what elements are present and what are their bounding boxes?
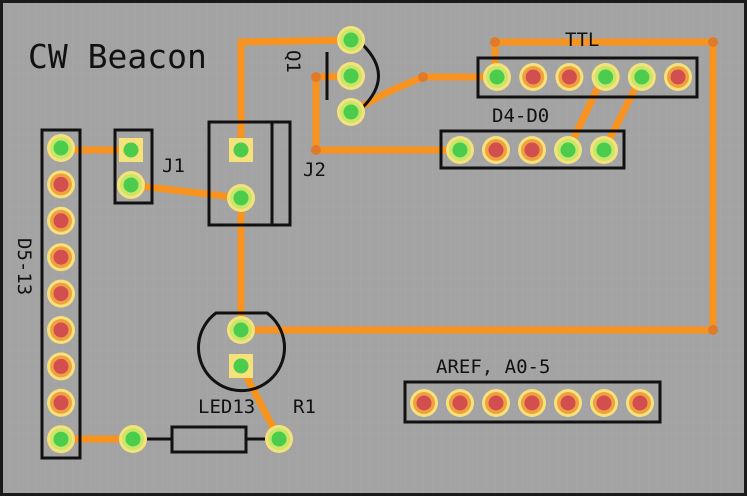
- label-r1: R1: [293, 396, 316, 418]
- d5-13-pin-pad: [47, 134, 75, 162]
- d5-13-header-outline: [40, 128, 82, 460]
- silkscreen: [40, 42, 699, 460]
- j2-pin-pad: [229, 138, 253, 162]
- pads: [47, 26, 692, 454]
- q1-pin-pad: [337, 98, 365, 126]
- r1-pin-pad: [265, 425, 293, 453]
- led13-pin-pad: [229, 354, 253, 378]
- d5-13-pin-pad: [47, 170, 75, 199]
- ttl-pin-pad: [483, 63, 511, 91]
- board-title: CW Beacon: [28, 37, 207, 76]
- aref-pin-pad: [518, 389, 546, 417]
- d5-13-pin-pad: [47, 425, 75, 454]
- aref-pin-pad: [410, 389, 438, 417]
- label-aref: AREF, A0-5: [436, 356, 550, 378]
- aref-pin-pad: [590, 389, 618, 417]
- aref-pin-pad: [446, 389, 474, 417]
- ttl-header-outline: [476, 56, 699, 99]
- j1-outline: [113, 128, 154, 205]
- r1-pin-pad: [119, 425, 147, 453]
- d5-13-pin-pad: [47, 243, 75, 272]
- vias: [311, 37, 718, 335]
- label-j2: J2: [303, 159, 326, 181]
- ttl-pin-pad: [555, 63, 584, 91]
- d5-13-pin-pad: [47, 352, 75, 381]
- d4-d0-pin-pad: [446, 136, 474, 164]
- ttl-pin-pad: [591, 63, 620, 91]
- d5-13-pin-pad: [47, 279, 75, 308]
- label-ttl: TTL: [565, 29, 599, 51]
- label-q1: Q1: [282, 50, 304, 73]
- q1-pin-pad: [337, 62, 365, 90]
- d4-d0-pin-pad: [518, 136, 546, 164]
- ttl-pin-pad: [664, 63, 692, 91]
- d5-13-pin-pad: [47, 388, 75, 417]
- aref-header-outline: [403, 380, 662, 424]
- ttl-pin-pad: [519, 63, 548, 91]
- aref-pin-pad: [482, 389, 510, 417]
- d5-13-pin-pad: [47, 206, 75, 235]
- d4-d0-header-outline: [439, 129, 626, 170]
- label-j1: J1: [162, 155, 185, 177]
- q1-pin-pad: [337, 26, 365, 54]
- aref-pin-pad: [626, 389, 654, 417]
- d4-d0-pin-pad: [590, 136, 618, 164]
- j2-pin-pad: [227, 184, 255, 212]
- d4-d0-pin-pad: [554, 136, 582, 164]
- label-d5-13: D5-13: [13, 238, 35, 295]
- aref-pin-pad: [554, 389, 582, 417]
- d4-d0-pin-pad: [482, 136, 510, 164]
- j2-outline: [207, 120, 292, 227]
- j1-pin-pad: [119, 138, 143, 162]
- label-d4-d0: D4-D0: [492, 105, 549, 127]
- j1-pin-pad: [117, 171, 145, 199]
- ttl-pin-pad: [627, 63, 656, 91]
- led13-outline: [197, 311, 286, 393]
- label-led13: LED13: [198, 396, 255, 418]
- led13-pin-pad: [227, 316, 255, 344]
- d5-13-pin-pad: [47, 316, 75, 344]
